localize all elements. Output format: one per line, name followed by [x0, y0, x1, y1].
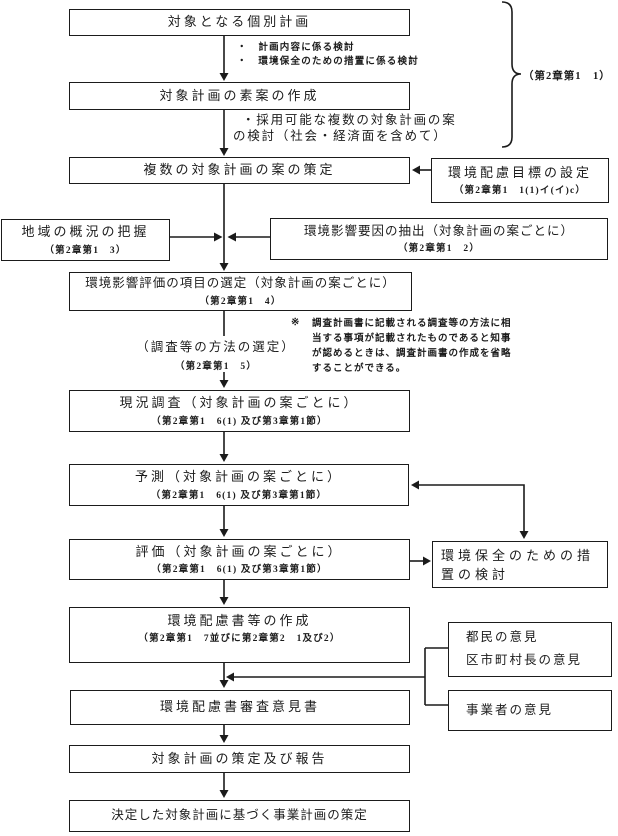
node-review-opinion-report: 環境配慮書審査意見書: [70, 690, 410, 725]
note-line: 当する事項が記載されたものであると知事: [312, 334, 512, 344]
node-title: 決定した対象計画に基づく事業計画の策定: [111, 808, 368, 823]
note-alternative-study: ・採用可能な複数の対象計画の案 の検討（社会・経済面を含めて）: [233, 113, 457, 144]
node-title: 環境配慮目標の設定: [447, 164, 592, 180]
arrowhead-down-icon: [219, 73, 229, 81]
node-title: 予測（対象計画の案ごとに）: [134, 469, 343, 485]
arrowhead-left-icon: [227, 232, 236, 242]
feedback-line: [419, 484, 525, 531]
node-subtitle: （第2章第1 6(1) 及び第3章第1節）: [151, 416, 328, 427]
node-target-individual-plan: 対象となる個別計画: [69, 9, 410, 36]
node-title: 対象となる個別計画: [167, 14, 312, 30]
arrowhead-down-icon: [219, 529, 229, 537]
node-title: 区市町村長の意見: [466, 652, 583, 667]
node-conservation-measures: 環境保全のための措置の検討: [432, 541, 608, 588]
node-title: 対象計画の素案の作成: [159, 87, 320, 103]
node-consideration-report: 環境配慮書等の作成 （第2章第1 7並びに第2章第2 1及び2）: [69, 607, 410, 663]
node-title: 事業者の意見: [466, 702, 554, 717]
node-subtitle: （第2章第1 1(1)イ(イ)c）: [453, 186, 587, 197]
node-subtitle: （第2章第1 6(1) 及び第3章第1節）: [151, 565, 328, 576]
reference-mark-icon: ※: [291, 317, 300, 328]
node-subtitle: （第2章第1 7並びに第2章第2 1及び2）: [138, 634, 341, 645]
arrowhead-right-icon: [214, 232, 223, 242]
label-line: （第2章第1 5）: [174, 362, 258, 372]
arrowhead-down-icon: [219, 454, 229, 462]
node-subtitle: （第2章第1 2）: [397, 244, 481, 255]
arrowhead-left-icon: [226, 672, 234, 682]
node-citizen-mayor-opinions: 都民の意見 区市町村長の意見: [448, 622, 612, 677]
arrowhead-down-icon: [219, 263, 229, 271]
node-title: 評価（対象計画の案ごとに）: [135, 543, 344, 559]
node-title: 環境影響評価の項目の選定（対象計画の案ごとに）: [85, 276, 396, 291]
note-line: の検討（社会・経済面を含めて）: [233, 128, 448, 143]
note-line: ・ 計画内容に係る検討: [237, 43, 355, 53]
note-line: することができる。: [312, 364, 407, 374]
arrowhead-down-icon: [219, 735, 229, 743]
arrowhead-down-icon: [519, 531, 529, 539]
arrowhead-left-icon: [412, 165, 420, 175]
node-evaluation: 評価（対象計画の案ごとに） （第2章第1 6(1) 及び第3章第1節）: [69, 539, 410, 580]
arrowhead-down-icon: [219, 380, 229, 388]
note-line: が認めるときは、調査計画書の作成を省略: [312, 349, 512, 359]
arrowhead-down-icon: [219, 680, 229, 688]
node-operator-opinion: 事業者の意見: [448, 690, 612, 731]
node-current-survey: 現況調査（対象計画の案ごとに） （第2章第1 6(1) 及び第3章第1節）: [69, 390, 410, 432]
arrowhead-down-icon: [219, 148, 229, 156]
node-title: 地域の概況の把握: [21, 224, 150, 240]
node-subtitle: （第2章第1 4）: [199, 296, 282, 307]
brace-label: （第2章第1 1）: [523, 71, 611, 82]
node-regional-overview: 地域の概況の把握 （第2章第1 3）: [1, 219, 170, 261]
arrowhead-down-icon: [219, 597, 229, 605]
node-subtitle: （第2章第1 3）: [44, 245, 127, 256]
node-title: 環境配慮書審査意見書: [159, 699, 320, 715]
arrowhead-right-icon: [423, 556, 431, 566]
node-title: 環境配慮書等の作成: [167, 613, 312, 628]
node-consideration-goal: 環境配慮目標の設定 （第2章第1 1(1)イ(イ)c）: [431, 158, 609, 203]
arrowhead-down-icon: [219, 790, 229, 798]
label-line: （調査等の方法の選定）: [136, 340, 296, 354]
node-impact-factors: 環境影響要因の抽出（対象計画の案ごとに） （第2章第1 2）: [270, 218, 608, 260]
label-survey-method: （調査等の方法の選定） （第2章第1 5）: [130, 336, 302, 372]
node-multiple-plans: 複数の対象計画の案の策定: [69, 157, 410, 184]
note-plan-study: ・ 計画内容に係る検討 ・ 環境保全のための措置に係る検討: [237, 42, 419, 69]
node-title: 環境保全のための措置の検討: [441, 548, 595, 582]
node-title: 現況調査（対象計画の案ごとに）: [119, 395, 360, 411]
right-brace: [501, 1, 522, 148]
node-business-plan-formulation: 決定した対象計画に基づく事業計画の策定: [69, 800, 410, 832]
node-title: 対象計画の策定及び報告: [151, 750, 328, 766]
note-line: ・採用可能な複数の対象計画の案: [242, 113, 457, 127]
node-plan-decision-report: 対象計画の策定及び報告: [69, 745, 410, 773]
node-title: 都民の意見: [466, 630, 539, 645]
node-draft-plan: 対象計画の素案の作成: [69, 82, 410, 110]
node-title: 複数の対象計画の案の策定: [143, 162, 336, 178]
node-assessment-items: 環境影響評価の項目の選定（対象計画の案ごとに） （第2章第1 4）: [69, 272, 412, 311]
note-line: 調査計画書に記載される調査等の方法に相: [312, 319, 512, 329]
node-title: 環境影響要因の抽出（対象計画の案ごとに）: [303, 223, 574, 238]
note-survey-plan-omission: ※ 調査計画書に記載される調査等の方法に相 当する事項が記載されたものであると知…: [291, 317, 512, 377]
arrowhead-left-icon: [411, 480, 419, 490]
note-line: ・ 環境保全のための措置に係る検討: [237, 56, 419, 67]
node-subtitle: （第2章第1 6(1) 及び第3章第1節）: [150, 490, 328, 501]
node-prediction: 予測（対象計画の案ごとに） （第2章第1 6(1) 及び第3章第1節）: [69, 464, 409, 506]
